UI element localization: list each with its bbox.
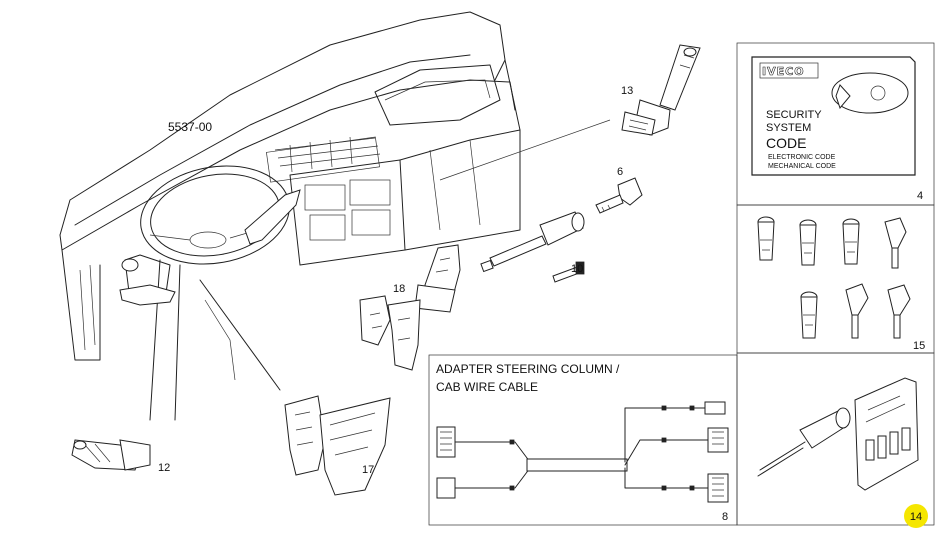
callout-17: 17: [362, 464, 374, 476]
card-line-code: CODE: [766, 135, 806, 151]
adapter-wiring-box: [428, 354, 738, 526]
callout-8: 8: [722, 511, 728, 523]
card-line-security: SECURITY: [766, 109, 822, 121]
callout-14-badge: 14: [904, 504, 928, 528]
callout-18: 18: [393, 283, 405, 295]
callout-6: 6: [617, 166, 623, 178]
adapter-title-line2: CAB WIRE CABLE: [436, 380, 538, 394]
part-13-stalk-switch: [439, 44, 701, 181]
callout-12: 12: [158, 462, 170, 474]
security-code-card-box: [736, 42, 935, 206]
adapter-title-line1: ADAPTER STEERING COLUMN /: [436, 362, 620, 376]
callout-13: 13: [621, 85, 633, 97]
part-10-bolt: [552, 261, 585, 283]
card-line-system: SYSTEM: [766, 122, 811, 134]
lock-set-box: [736, 352, 935, 526]
dashboard-drawing: [59, 11, 521, 421]
part-lock-cylinder: [480, 211, 585, 273]
callout-10: 10: [571, 263, 583, 275]
card-line-mechanical-code: MECHANICAL CODE: [768, 163, 836, 170]
callout-14: 14: [910, 511, 922, 523]
reference-code-label: 5537-00: [168, 120, 212, 134]
part-17-switch-block: [284, 395, 391, 496]
card-line-electronic-code: ELECTRONIC CODE: [768, 154, 836, 161]
part-6-key: [595, 177, 643, 214]
iveco-logo: IVECO: [762, 65, 805, 78]
keys-box: [736, 204, 935, 354]
callout-15: 15: [913, 340, 925, 352]
callout-4: 4: [917, 190, 923, 202]
part-12-switch: [71, 439, 151, 471]
part-18-switch-housing: [359, 244, 461, 371]
